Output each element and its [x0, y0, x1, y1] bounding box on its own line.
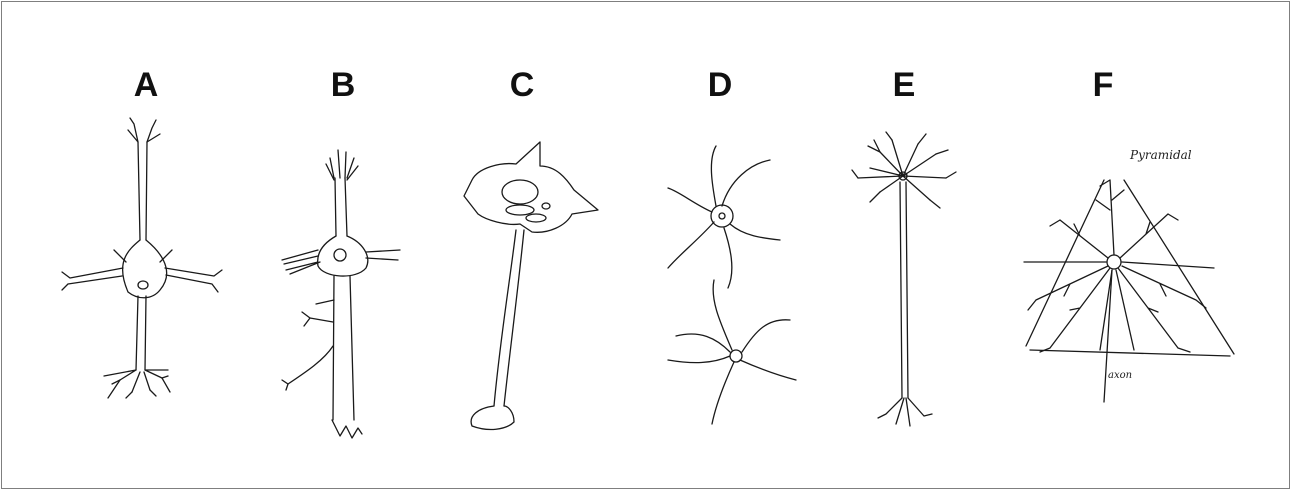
neuron-e-drawing	[852, 132, 956, 426]
neuron-f-drawing	[1024, 180, 1234, 402]
axon-annotation: axon	[1108, 370, 1132, 381]
neuron-b-drawing	[282, 150, 400, 438]
neuron-a-drawing	[62, 118, 222, 398]
neuron-c-drawing	[464, 142, 598, 429]
neuron-d-drawing	[668, 146, 796, 424]
pyramidal-annotation: Pyramidal	[1130, 148, 1192, 162]
